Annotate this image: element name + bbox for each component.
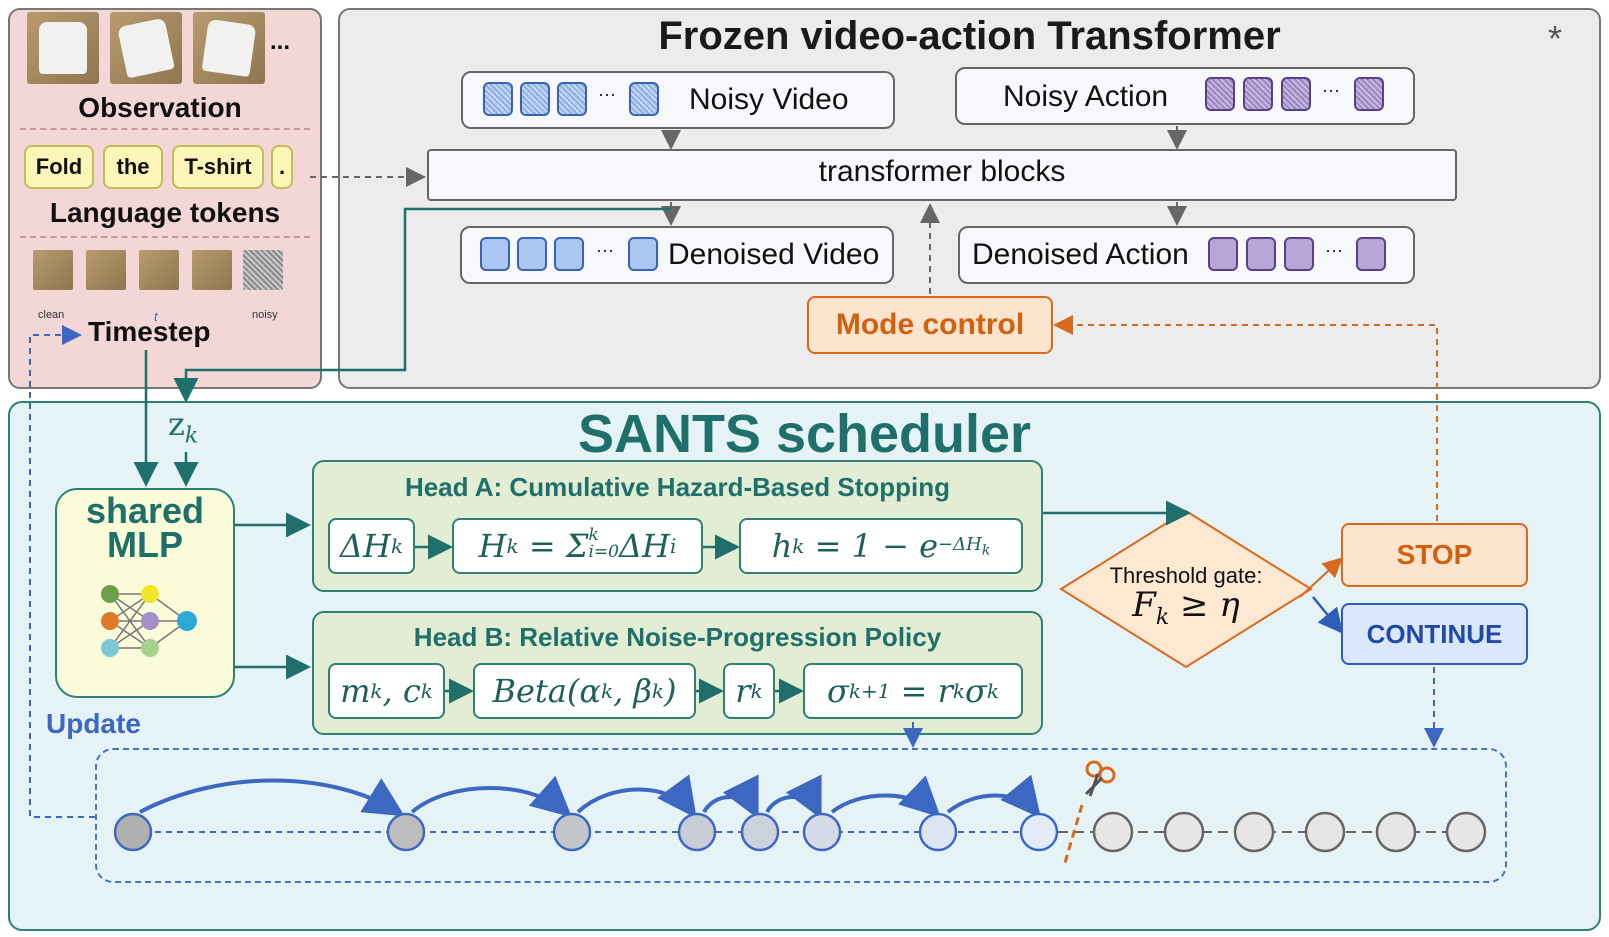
trajectory-node bbox=[552, 812, 592, 852]
continue-box: CONTINUE bbox=[1341, 603, 1528, 665]
threshold-gate-diamond bbox=[1059, 509, 1313, 669]
orange-arrows bbox=[1053, 315, 1438, 598]
timestep-frame bbox=[192, 250, 232, 290]
noisy-video-box bbox=[461, 71, 895, 129]
trajectory-node bbox=[802, 812, 842, 852]
noisy-video-label: Noisy Video bbox=[689, 83, 849, 116]
action-token bbox=[1243, 77, 1273, 111]
video-token bbox=[629, 82, 659, 116]
head-b-title: Head B: Relative Noise-Progression Polic… bbox=[413, 622, 942, 652]
teal-arrows bbox=[133, 207, 1191, 704]
scissors-icon bbox=[1084, 760, 1116, 797]
action-token bbox=[1246, 237, 1276, 271]
update-label: Update bbox=[46, 708, 141, 739]
video-token bbox=[554, 237, 584, 271]
timestep-frame bbox=[139, 250, 179, 290]
dots: ··· bbox=[1325, 240, 1343, 260]
pruned-node bbox=[1163, 811, 1205, 853]
observation-frame-2 bbox=[110, 12, 182, 84]
mode-control-box: Mode control bbox=[807, 296, 1053, 354]
language-token: Fold bbox=[24, 145, 94, 189]
shared-mlp-label: shared MLP bbox=[85, 490, 205, 565]
action-token bbox=[1356, 237, 1386, 271]
pruned-node bbox=[1233, 811, 1275, 853]
denoising-trajectory-box bbox=[95, 748, 1507, 883]
language-token: . bbox=[271, 145, 293, 189]
trajectory-node bbox=[918, 812, 958, 852]
trajectory-node bbox=[386, 812, 426, 852]
video-token bbox=[628, 237, 658, 271]
action-token bbox=[1284, 237, 1314, 271]
trajectory-node bbox=[113, 812, 153, 852]
language-token: T-shirt bbox=[172, 145, 264, 189]
timestep-frame bbox=[33, 250, 73, 290]
transformer-blocks-label: transformer blocks bbox=[818, 155, 1066, 188]
language-token: the bbox=[103, 145, 163, 189]
timestep-frame-noisy bbox=[243, 250, 283, 290]
separator bbox=[20, 128, 310, 130]
neural-network-icon bbox=[101, 585, 197, 657]
trajectory bbox=[113, 774, 1487, 867]
cut-line bbox=[1062, 804, 1084, 867]
noisy-action-box bbox=[955, 67, 1415, 125]
stop-box: STOP bbox=[1341, 523, 1528, 587]
trajectory-node bbox=[1019, 812, 1059, 852]
video-token bbox=[557, 82, 587, 116]
language-tokens-label: Language tokens bbox=[49, 197, 281, 228]
pruned-node bbox=[1304, 811, 1346, 853]
denoised-action-label: Denoised Action bbox=[972, 238, 1189, 271]
action-token bbox=[1281, 77, 1311, 111]
denoised-video-label: Denoised Video bbox=[668, 238, 880, 271]
transformer-blocks bbox=[427, 149, 1457, 201]
observation-frame-3 bbox=[193, 12, 265, 84]
threshold-gate-label: Threshold gate: bbox=[1109, 563, 1263, 588]
trajectory-node bbox=[740, 812, 780, 852]
denoised-action-box bbox=[958, 226, 1415, 284]
threshold-gate-formula: Fk ≥ η bbox=[1132, 585, 1240, 630]
timestep-clean-label: clean bbox=[38, 309, 65, 321]
timestep-frame bbox=[86, 250, 126, 290]
trajectory-node bbox=[677, 812, 717, 852]
pruned-node bbox=[1445, 811, 1487, 853]
separator bbox=[20, 236, 310, 238]
pruned-node bbox=[1375, 811, 1417, 853]
observation-frame-1 bbox=[27, 12, 99, 84]
dots: ··· bbox=[598, 84, 616, 104]
head-a-title: Head A: Cumulative Hazard-Based Stopping bbox=[404, 472, 951, 502]
scheduler-title: SANTS scheduler bbox=[577, 404, 1032, 464]
observation-label: Observation bbox=[78, 92, 242, 123]
timestep-label: Timestep bbox=[88, 316, 211, 347]
timestep-t-label: t bbox=[154, 309, 158, 324]
timestep-noisy-label: noisy bbox=[252, 309, 278, 321]
action-token bbox=[1205, 77, 1235, 111]
transformer-title: Frozen video-action Transformer bbox=[658, 14, 1281, 58]
dots: ··· bbox=[1322, 80, 1340, 100]
video-token bbox=[520, 82, 550, 116]
video-token bbox=[517, 237, 547, 271]
dots: ··· bbox=[596, 240, 614, 260]
video-token bbox=[480, 237, 510, 271]
transformer-arrows bbox=[310, 126, 1187, 294]
observation-ellipsis: ... bbox=[270, 28, 291, 55]
zk-label: zk bbox=[168, 405, 199, 449]
noisy-action-label: Noisy Action bbox=[1003, 80, 1169, 113]
blue-arrows bbox=[29, 325, 1444, 818]
video-token bbox=[483, 82, 513, 116]
action-token bbox=[1354, 77, 1384, 111]
action-token bbox=[1208, 237, 1238, 271]
pruned-node bbox=[1092, 811, 1134, 853]
frozen-star-icon: * bbox=[1548, 18, 1563, 59]
